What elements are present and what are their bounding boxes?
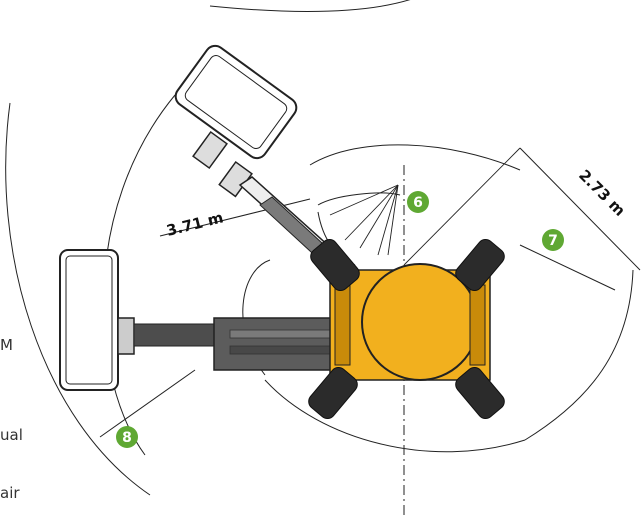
edge-text-line-3: air bbox=[0, 484, 20, 502]
wheel-front-left bbox=[310, 238, 360, 292]
edge-text-line-1: M bbox=[0, 336, 13, 354]
wheels bbox=[308, 238, 505, 420]
wheel-front-right bbox=[455, 238, 505, 292]
dimension-lines bbox=[99, 147, 641, 438]
svg-text:7: 7 bbox=[548, 233, 558, 249]
raised-boom bbox=[174, 44, 361, 287]
lower-arc bbox=[264, 379, 526, 453]
badge-8: 8 bbox=[116, 426, 138, 448]
chassis bbox=[329, 263, 491, 381]
svg-text:8: 8 bbox=[122, 430, 132, 446]
svg-text:6: 6 bbox=[413, 195, 423, 211]
upper-right-arc bbox=[309, 144, 521, 171]
swing-fan-lines bbox=[329, 147, 521, 266]
wheel-rear-left bbox=[308, 366, 358, 420]
wheel-rear-right bbox=[455, 366, 505, 420]
boom-reach-label: 3.71 m bbox=[165, 208, 226, 239]
outer-left-arc bbox=[5, 102, 151, 496]
small-arc bbox=[317, 192, 401, 206]
edge-text-line-2: ual bbox=[0, 426, 23, 444]
right-arc bbox=[524, 269, 634, 441]
badge-6: 6 bbox=[407, 191, 429, 213]
badge-7: 7 bbox=[542, 229, 564, 251]
